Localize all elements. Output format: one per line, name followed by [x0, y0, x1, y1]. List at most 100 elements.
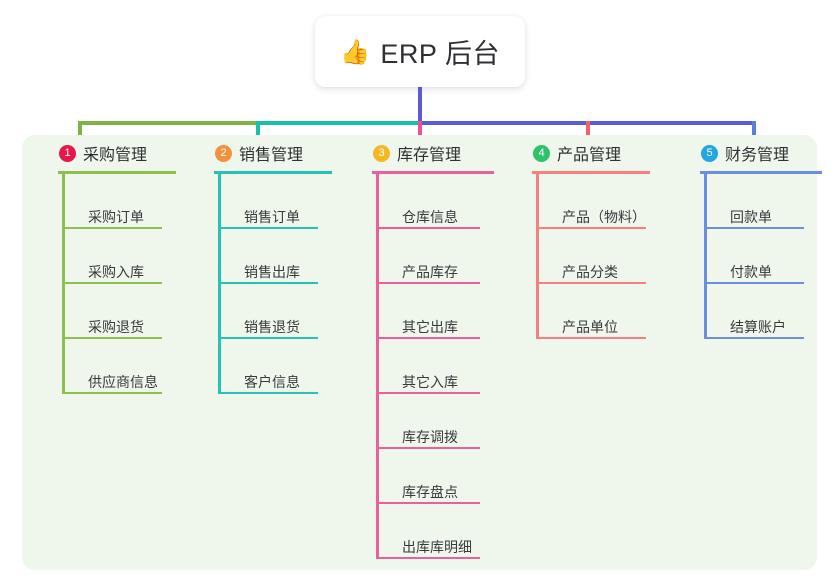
column-items-1: 采购订单 采购入库 采购退货 供应商信息: [62, 174, 216, 394]
list-item-rule: [536, 282, 646, 284]
column-rail-5: [704, 174, 707, 339]
list-item[interactable]: 出库库明细: [376, 504, 530, 559]
list-item-label: 其它入库: [402, 374, 458, 390]
list-item-label: 结算账户: [730, 319, 786, 335]
list-item-label: 回款单: [730, 209, 772, 225]
list-item-label: 出库库明细: [402, 539, 472, 555]
list-item-label: 仓库信息: [402, 209, 458, 225]
column-items-5: 回款单 付款单 结算账户: [704, 174, 839, 339]
list-item-rule: [62, 392, 162, 394]
list-item[interactable]: 销售退货: [218, 284, 372, 339]
list-item-rule: [376, 447, 480, 449]
diagram-panel: 1 采购管理 采购订单 采购入库 采购退货 供应商信息: [22, 135, 822, 570]
column-rail-3: [376, 174, 379, 559]
list-item-rule: [376, 392, 480, 394]
column-title-5: 财务管理: [725, 147, 790, 164]
list-item[interactable]: 库存盘点: [376, 449, 530, 504]
list-item-rule: [62, 227, 162, 229]
list-item-rule: [704, 282, 804, 284]
list-item-label: 付款单: [730, 264, 772, 280]
list-item-rule: [218, 337, 318, 339]
root-node-title: 👍 ERP 后台: [340, 32, 500, 71]
list-item-label: 采购入库: [88, 264, 144, 280]
column-product: 4 产品管理 产品（物料） 产品分类 产品单位: [530, 135, 690, 339]
list-item[interactable]: 付款单: [704, 229, 839, 284]
root-node-card: 👍 ERP 后台: [315, 16, 525, 87]
list-item[interactable]: 采购订单: [62, 174, 216, 229]
column-badge-1: 1: [59, 144, 76, 162]
column-inventory: 3 库存管理 仓库信息 产品库存 其它出库 其它入库 库存调拨: [370, 135, 530, 559]
column-header-4: 4 产品管理: [530, 135, 690, 171]
list-item-label: 销售订单: [244, 209, 300, 225]
list-item[interactable]: 库存调拨: [376, 394, 530, 449]
column-badge-5: 5: [701, 144, 718, 162]
column-badge-3: 3: [373, 144, 390, 162]
list-item-label: 供应商信息: [88, 374, 158, 390]
list-item[interactable]: 结算账户: [704, 284, 839, 339]
column-badge-4: 4: [533, 144, 550, 162]
list-item-label: 库存调拨: [402, 429, 458, 445]
list-item[interactable]: 产品（物料）: [536, 174, 690, 229]
column-items-3: 仓库信息 产品库存 其它出库 其它入库 库存调拨 库存盘点: [376, 174, 530, 559]
column-rail-2: [218, 174, 221, 394]
column-rule-1: [58, 171, 176, 174]
list-item-rule: [62, 282, 162, 284]
connector-root-stem: [418, 87, 422, 123]
list-item-rule: [218, 392, 318, 394]
column-rule-4: [532, 171, 650, 174]
column-header-1: 1 采购管理: [56, 135, 216, 171]
column-rule-3: [372, 171, 494, 174]
list-item[interactable]: 采购退货: [62, 284, 216, 339]
list-item[interactable]: 产品单位: [536, 284, 690, 339]
column-procurement: 1 采购管理 采购订单 采购入库 采购退货 供应商信息: [56, 135, 216, 394]
list-item-label: 产品单位: [562, 319, 618, 335]
list-item[interactable]: 客户信息: [218, 339, 372, 394]
column-title-1: 采购管理: [83, 147, 148, 164]
list-item-label: 采购订单: [88, 209, 144, 225]
list-item-label: 销售退货: [244, 319, 300, 335]
list-item-label: 产品库存: [402, 264, 458, 280]
column-rule-5: [700, 171, 822, 174]
root-node-label: ERP 后台: [380, 39, 500, 69]
column-header-2: 2 销售管理: [212, 135, 372, 171]
list-item-rule: [62, 337, 162, 339]
list-item[interactable]: 其它入库: [376, 339, 530, 394]
connector-bar-segment-1: [78, 121, 258, 125]
list-item-rule: [536, 337, 646, 339]
list-item-label: 库存盘点: [402, 484, 458, 500]
column-items-4: 产品（物料） 产品分类 产品单位: [536, 174, 690, 339]
thumbs-up-icon: 👍: [340, 38, 371, 66]
list-item-label: 其它出库: [402, 319, 458, 335]
column-header-5: 5 财务管理: [698, 135, 839, 171]
list-item-rule: [704, 227, 804, 229]
list-item-rule: [376, 337, 480, 339]
list-item[interactable]: 供应商信息: [62, 339, 216, 394]
list-item[interactable]: 采购入库: [62, 229, 216, 284]
connector-bar-segment-2: [256, 121, 420, 125]
column-title-2: 销售管理: [239, 147, 304, 164]
list-item-rule: [704, 337, 804, 339]
column-badge-2: 2: [215, 144, 232, 162]
list-item-rule: [376, 502, 480, 504]
list-item-rule: [218, 227, 318, 229]
list-item-label: 产品分类: [562, 264, 618, 280]
column-title-3: 库存管理: [397, 147, 462, 164]
list-item[interactable]: 销售出库: [218, 229, 372, 284]
column-sales: 2 销售管理 销售订单 销售出库 销售退货 客户信息: [212, 135, 372, 394]
list-item-label: 采购退货: [88, 319, 144, 335]
list-item-rule: [376, 557, 480, 559]
list-item-rule: [536, 227, 646, 229]
list-item[interactable]: 其它出库: [376, 284, 530, 339]
list-item-rule: [218, 282, 318, 284]
list-item[interactable]: 销售订单: [218, 174, 372, 229]
list-item-rule: [376, 282, 480, 284]
list-item[interactable]: 产品库存: [376, 229, 530, 284]
column-finance: 5 财务管理 回款单 付款单 结算账户: [698, 135, 839, 339]
list-item[interactable]: 回款单: [704, 174, 839, 229]
list-item-rule: [376, 227, 480, 229]
list-item-label: 客户信息: [244, 374, 300, 390]
column-rail-4: [536, 174, 539, 339]
list-item[interactable]: 仓库信息: [376, 174, 530, 229]
column-rail-1: [62, 174, 65, 394]
list-item[interactable]: 产品分类: [536, 229, 690, 284]
